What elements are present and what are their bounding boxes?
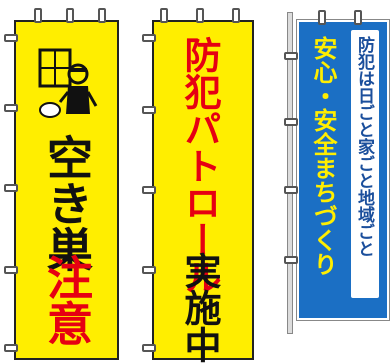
banner-1-side-loop bbox=[4, 104, 18, 112]
banner-2-black-text: 実施中 bbox=[178, 252, 221, 363]
banner-2-top-loop bbox=[196, 8, 204, 23]
banner-anshin-anzen: 安心・安全まちづくり 防犯は日ごと家ごと地域ごと bbox=[297, 20, 389, 320]
banner-3-side-loop bbox=[284, 256, 298, 264]
banner-bouhan-patrol: 防犯パトロール 実施中 bbox=[152, 20, 254, 363]
banner-1-top-loop bbox=[98, 8, 106, 23]
banner-1-side-loop bbox=[4, 184, 18, 192]
banner-3-stripe-text: 防犯は日ごと家ごと地域ごと bbox=[354, 36, 374, 257]
banner-1-black-text: 空き巣 bbox=[40, 134, 94, 272]
banner-2-side-loop bbox=[142, 344, 156, 352]
banner-1-top-loop bbox=[66, 8, 74, 23]
banner-2-top-loop bbox=[160, 8, 168, 23]
banner-3-side-loop bbox=[284, 118, 298, 126]
banner-pole bbox=[287, 12, 293, 334]
banner-3-white-stripe bbox=[351, 30, 379, 298]
banner-1-side-loop bbox=[4, 344, 18, 352]
banner-1-side-loop bbox=[4, 34, 18, 42]
banner-1-top-loop bbox=[34, 8, 42, 23]
banner-2-top-loop bbox=[232, 8, 240, 23]
banner-3-main-text: 安心・安全まちづくり bbox=[309, 36, 337, 276]
banner-2-side-loop bbox=[142, 106, 156, 114]
burglar-illustration-icon bbox=[38, 48, 98, 118]
banner-2-side-loop bbox=[142, 34, 156, 42]
banner-akisu-chuui: 空き巣 注意 bbox=[14, 20, 119, 360]
banner-2-side-loop bbox=[142, 266, 156, 274]
banner-2-red-text: 防犯パトロール bbox=[178, 36, 221, 295]
banner-3-side-loop bbox=[284, 186, 298, 194]
banner-3-top-loop bbox=[354, 10, 362, 25]
banner-2-side-loop bbox=[142, 186, 156, 194]
banner-1-red-text: 注意 bbox=[40, 254, 94, 346]
banner-3-top-loop bbox=[318, 10, 326, 25]
banner-3-side-loop bbox=[284, 52, 298, 60]
banner-1-side-loop bbox=[4, 266, 18, 274]
